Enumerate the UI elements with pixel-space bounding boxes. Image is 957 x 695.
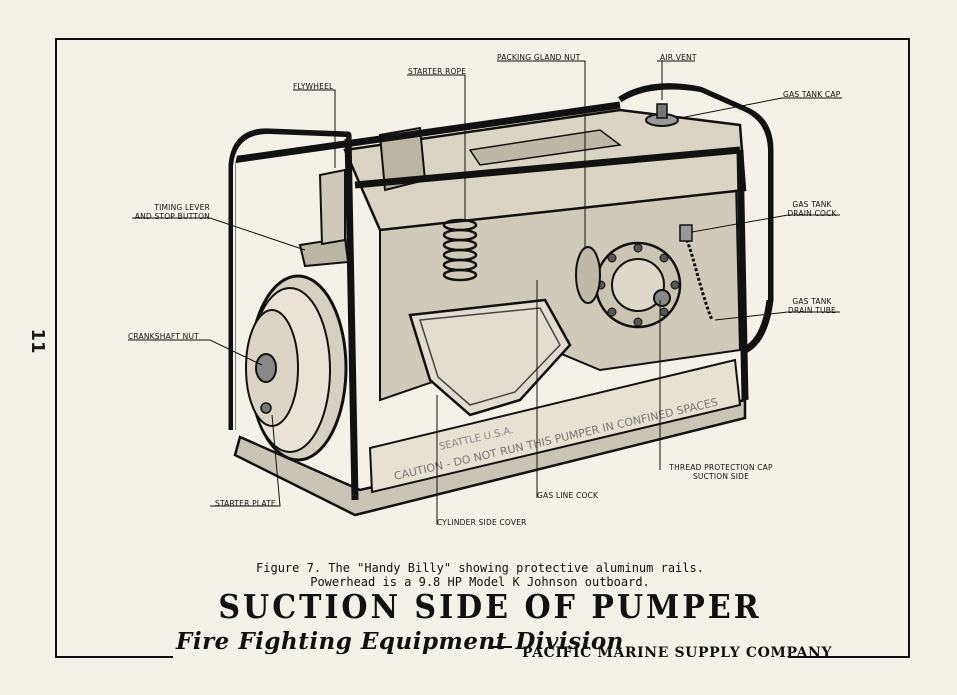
footer-rule-right — [788, 656, 908, 658]
label-flywheel: FLYWHEEL — [293, 82, 334, 91]
label-gas-line-cock: GAS LINE COCK — [537, 491, 599, 500]
footer-rule-left — [55, 656, 173, 658]
footer-rule-middle — [490, 646, 512, 648]
figure-caption-line1: Figure 7. The "Handy Billy" showing prot… — [256, 561, 704, 575]
label-packing-gland-nut: PACKING GLAND NUT — [497, 53, 581, 62]
company-name: PACIFIC MARINE SUPPLY COMPANY — [522, 645, 833, 661]
label-timing-lever-line1: TIMING LEVER — [154, 203, 210, 212]
label-gas-tank-cap: GAS TANK CAP — [783, 90, 841, 99]
starter-plate-pin — [260, 402, 272, 414]
label-starter-rope: STARTER ROPE — [408, 67, 467, 76]
flange-bolts — [596, 243, 680, 327]
page-title: SUCTION SIDE OF PUMPER — [218, 588, 762, 627]
tank-panel — [468, 129, 622, 166]
gas-tank-drain-cock — [679, 224, 693, 242]
flange-inner — [611, 258, 665, 312]
label-thread-protection-cap-line1: THREAD PROTECTION CAP — [669, 463, 773, 472]
callout-leaders — [128, 60, 842, 525]
protective-rails — [228, 83, 774, 501]
label-starter-plate: STARTER PLATE — [215, 499, 276, 508]
label-crankshaft-nut: CRANKSHAFT NUT — [128, 332, 199, 341]
label-gas-tank-drain-cock-line2: DRAIN COCK — [787, 209, 837, 218]
skid-panel — [368, 358, 742, 494]
air-vent — [656, 103, 668, 119]
division-name: Fire Fighting Equipment Division — [176, 628, 624, 655]
label-air-vent: AIR VENT — [660, 53, 697, 62]
rail-highlights — [233, 89, 768, 430]
page-border — [55, 38, 910, 658]
cover-inner-edge — [419, 307, 561, 406]
flywheel-housing — [318, 168, 346, 246]
thread-protection-cap — [653, 289, 671, 307]
label-gas-tank-drain-cock-line1: GAS TANK — [792, 200, 832, 209]
label-gas-tank-drain-tube-line2: DRAIN TUBE — [788, 306, 836, 315]
packing-gland — [575, 246, 601, 304]
gas-tank-drain-tube — [683, 234, 714, 321]
label-gas-tank-drain-tube-line1: GAS TANK — [792, 297, 832, 306]
label-thread-protection-cap-line2: SUCTION SIDE — [692, 472, 750, 481]
label-cylinder-side-cover: CYLINDER SIDE COVER — [437, 518, 527, 527]
crankshaft-nut — [255, 353, 277, 383]
label-timing-lever-line2: AND STOP BUTTON — [134, 212, 210, 221]
figure-caption-line2: Powerhead is a 9.8 HP Model K Johnson ou… — [310, 575, 650, 589]
cylinder-side-cover — [408, 298, 572, 417]
starter-spring — [442, 218, 478, 282]
